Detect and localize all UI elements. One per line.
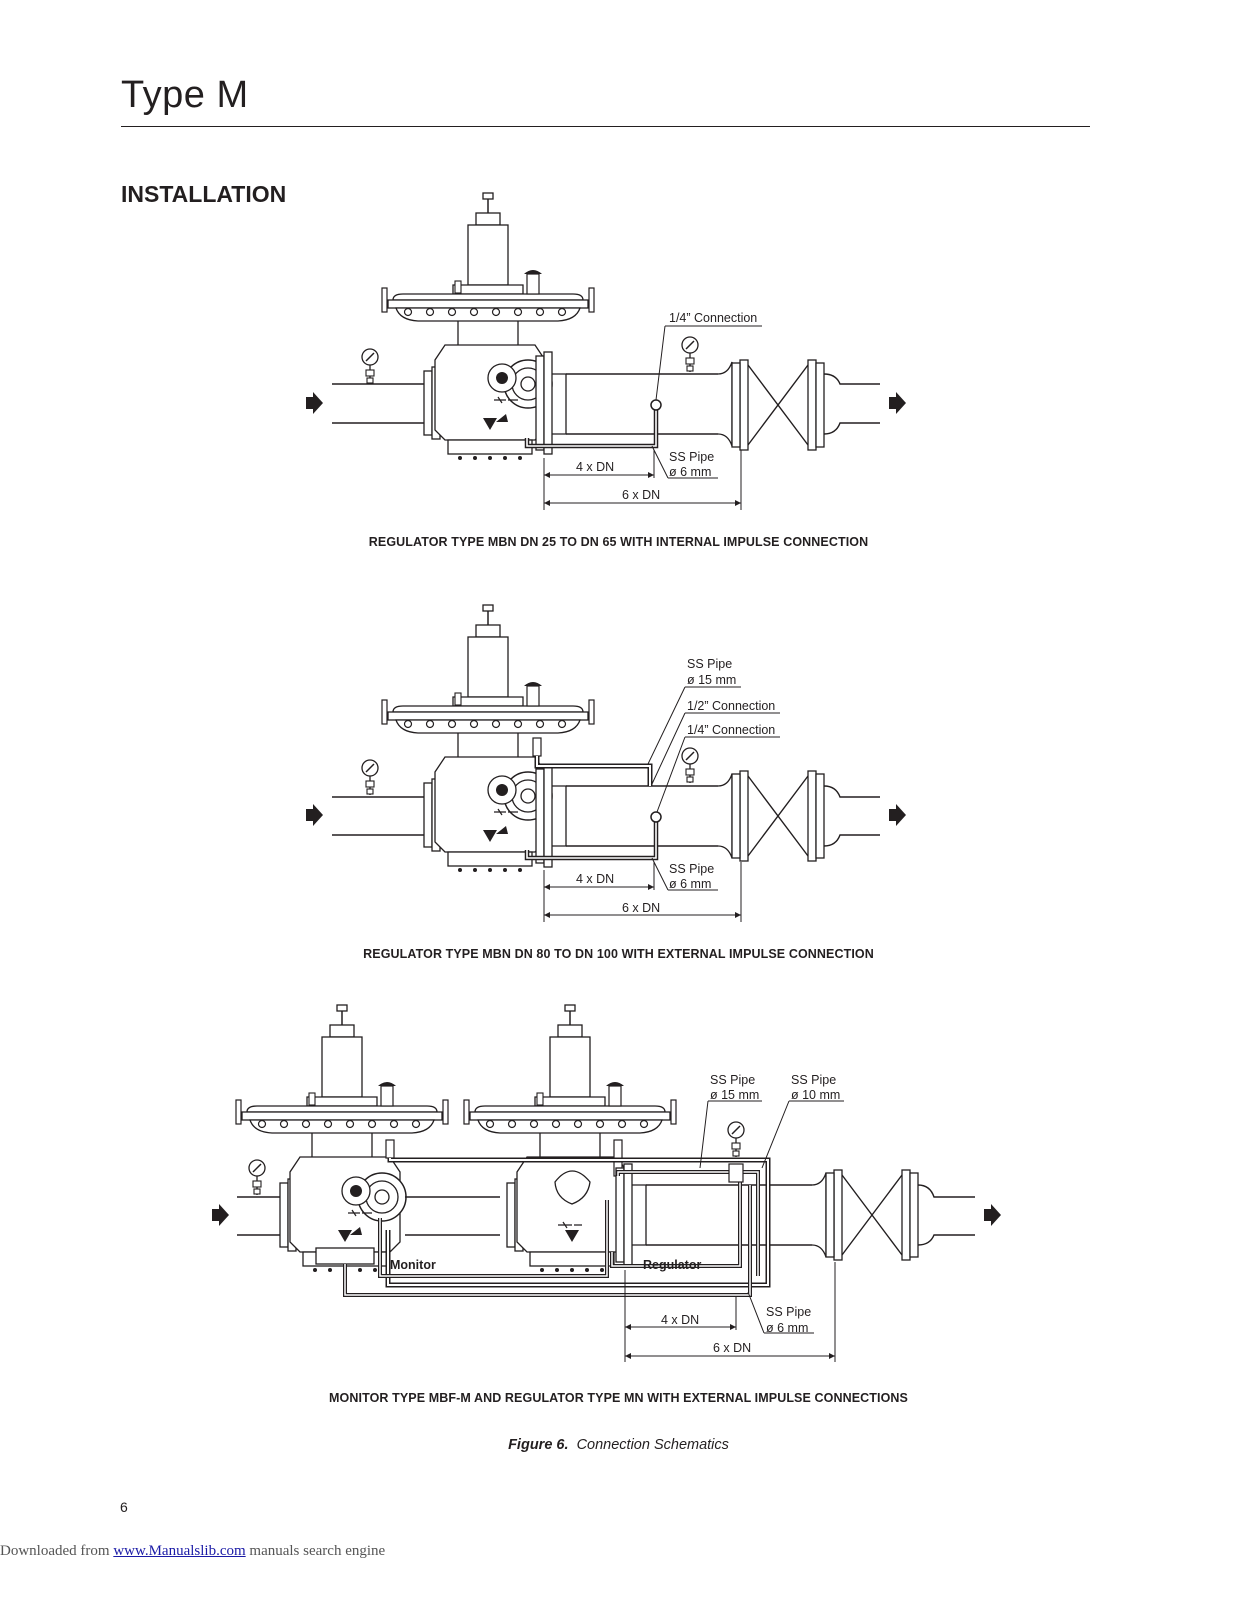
fig1-ss-pipe-dia-label: ø 6 mm: [669, 465, 711, 479]
page-number: 6: [120, 1499, 128, 1515]
footer-suffix: manuals search engine: [245, 1543, 386, 1559]
fig2-ss-pipe-top-dia-label: ø 15 mm: [687, 673, 736, 687]
fig2-ss-pipe-label: SS Pipe: [669, 862, 714, 876]
fig3-regulator-label: Regulator: [643, 1258, 701, 1272]
fig2-ss-pipe-dia-label: ø 6 mm: [669, 877, 711, 891]
figure-3-drawing: [212, 1004, 1001, 1362]
fig2-connection-half-label: 1/2” Connection: [687, 699, 775, 713]
fig2-ss-pipe-top-label: SS Pipe: [687, 657, 732, 671]
footer-prefix: Downloaded from: [0, 1543, 114, 1559]
download-footer: Downloaded from www.Manualslib.com manua…: [0, 1543, 385, 1560]
figure-1-drawing: [306, 192, 906, 510]
fig3-ss-pipe-6-dia-label: ø 6 mm: [766, 1321, 808, 1335]
fig3-monitor-label: Monitor: [390, 1258, 436, 1272]
figure-caption-text: Connection Schematics: [576, 1437, 729, 1453]
manualslib-link[interactable]: www.Manualslib.com: [113, 1543, 246, 1559]
section-heading: INSTALLATION: [121, 181, 287, 207]
fig3-dim-6dn: 6 x DN: [713, 1341, 751, 1355]
fig2-connection-quarter-label: 1/4” Connection: [687, 723, 775, 737]
fig1-dim-4dn: 4 x DN: [576, 460, 614, 474]
figure-3-caption: MONITOR TYPE MBF-M AND REGULATOR TYPE MN…: [329, 1391, 908, 1405]
fig1-ss-pipe-label: SS Pipe: [669, 450, 714, 464]
figure-caption: Figure 6. Connection Schematics: [0, 1437, 1237, 1453]
fig3-ss-pipe-10-dia-label: ø 10 mm: [791, 1088, 840, 1102]
fig2-dim-6dn: 6 x DN: [622, 901, 660, 915]
page-title: Type M: [121, 74, 249, 116]
figure-2-caption: REGULATOR TYPE MBN DN 80 TO DN 100 WITH …: [363, 947, 874, 961]
fig3-ss-pipe-15-label: SS Pipe: [710, 1073, 755, 1087]
fig1-connection-label: 1/4” Connection: [669, 311, 757, 325]
fig3-dim-4dn: 4 x DN: [661, 1313, 699, 1327]
fig3-ss-pipe-6-label: SS Pipe: [766, 1305, 811, 1319]
fig3-ss-pipe-15-dia-label: ø 15 mm: [710, 1088, 759, 1102]
title-divider: [121, 126, 1090, 127]
fig2-dim-4dn: 4 x DN: [576, 872, 614, 886]
figure-1-caption: REGULATOR TYPE MBN DN 25 TO DN 65 WITH I…: [368, 535, 869, 549]
figure-2-drawing: [306, 604, 906, 922]
fig3-ss-pipe-10-label: SS Pipe: [791, 1073, 836, 1087]
fig1-dim-6dn: 6 x DN: [622, 488, 660, 502]
figure-caption-label: Figure 6.: [508, 1437, 569, 1453]
